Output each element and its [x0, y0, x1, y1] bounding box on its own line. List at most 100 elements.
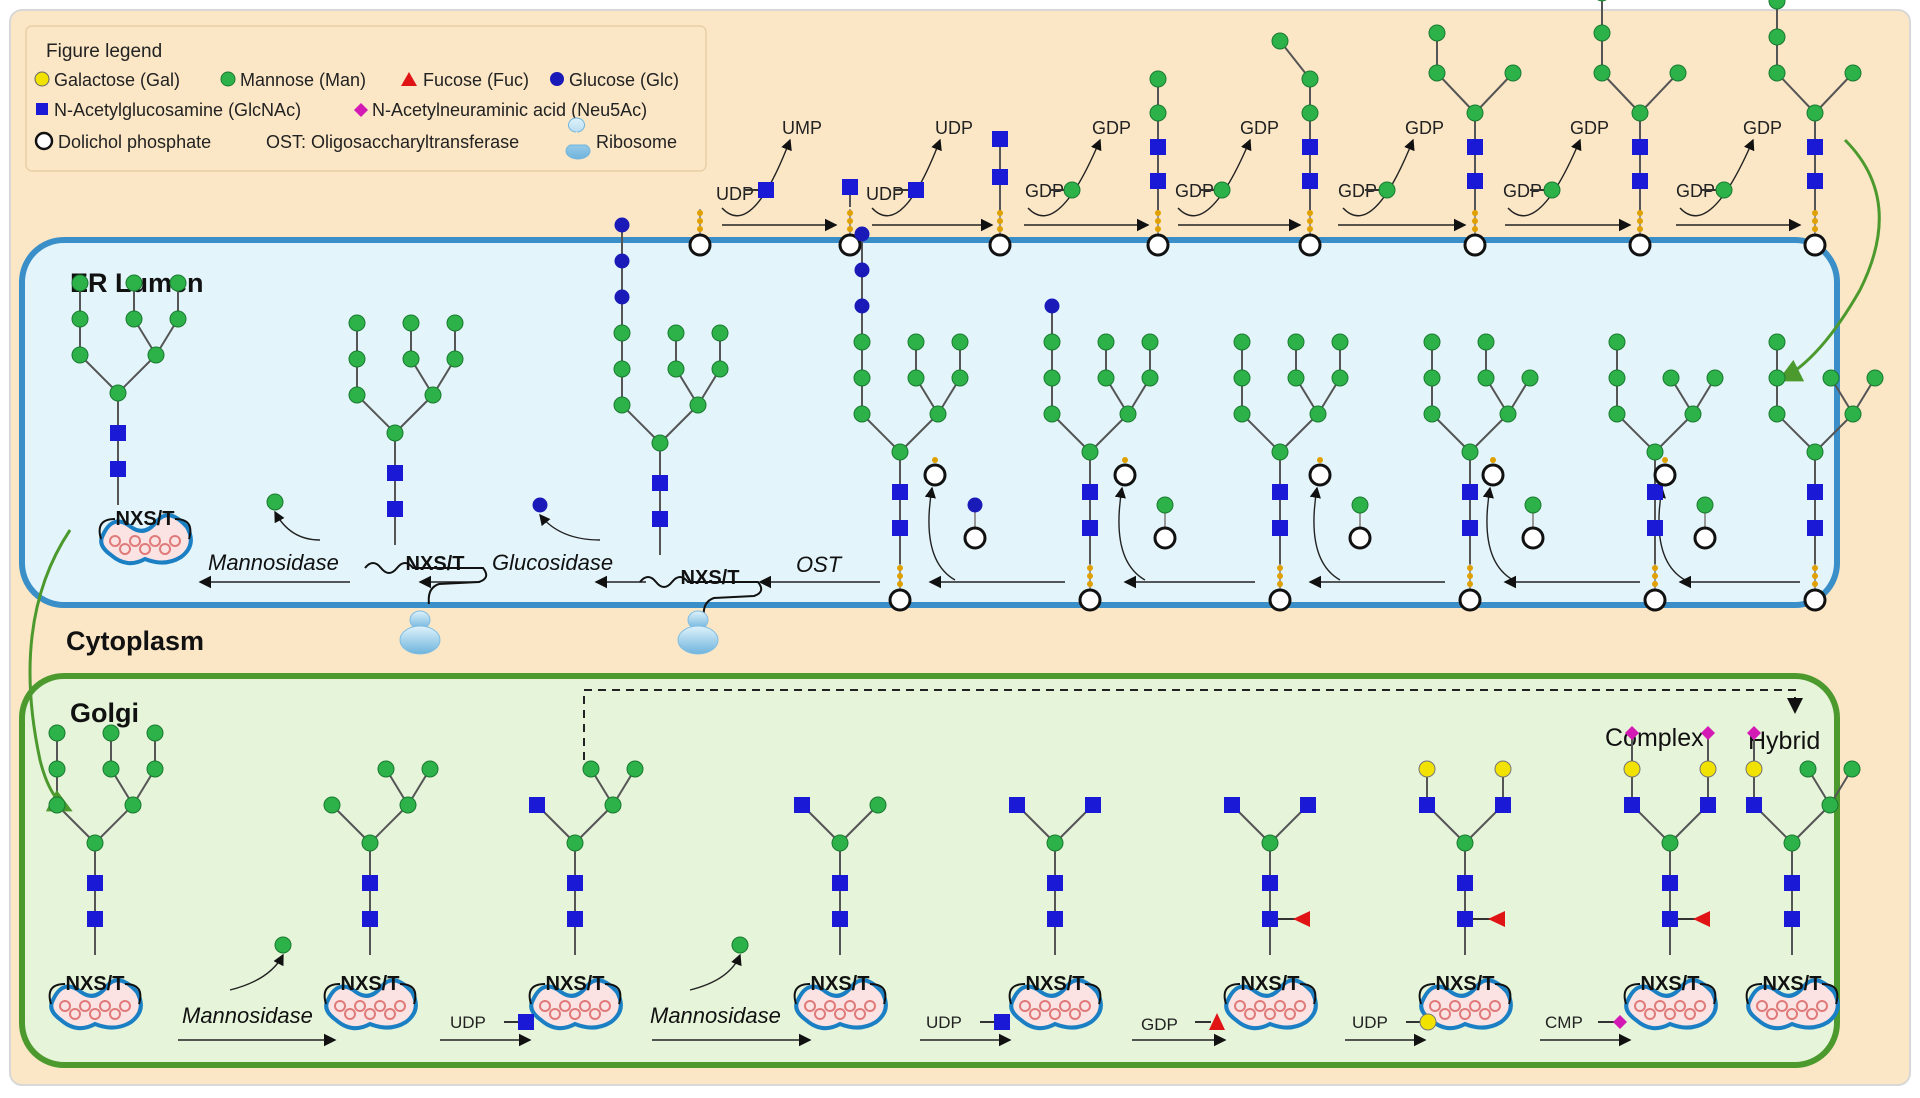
phosphate [1307, 210, 1313, 216]
glycoprotein [48, 978, 143, 1031]
phosphate [1652, 573, 1658, 579]
glucose-residue [614, 217, 630, 233]
mannose-residue [1799, 760, 1817, 778]
glcnac-residue [1457, 911, 1473, 927]
dolichol-phosphate [1693, 526, 1717, 550]
dolichol-phosphate [1463, 233, 1487, 257]
legend-glcnac: N-Acetylglucosamine (GlcNAc) [54, 100, 301, 120]
mannose-residue [1378, 181, 1396, 199]
neu5ac-legend-icon [354, 103, 368, 117]
mannose-residue [1149, 104, 1167, 122]
protein-backbone [528, 983, 622, 1005]
helix-coil [1796, 1000, 1808, 1012]
proteins [48, 513, 1840, 1031]
protein-fold [1009, 978, 1103, 1031]
release-arrow [924, 486, 956, 581]
helix-coil [844, 1000, 856, 1012]
phosphate [997, 226, 1003, 232]
mannose-residue [1783, 834, 1801, 852]
glcnac-residue [1662, 875, 1678, 891]
cyto-product-label-5: GDP [1405, 118, 1444, 138]
mannose-residue [853, 405, 871, 423]
mannose-residue [1631, 104, 1649, 122]
glcnac-legend-icon [36, 103, 48, 115]
mannose-residue [1271, 443, 1289, 461]
protein-backbone [1418, 983, 1512, 1005]
glcnac-residue [1647, 484, 1663, 500]
dolichol-phosphate [1653, 463, 1677, 487]
mannose-residue [1043, 369, 1061, 387]
glucose-residue [532, 497, 548, 513]
mannose-residue [1309, 405, 1327, 423]
sequon-label: NXS/T [546, 973, 605, 995]
phosphate [1812, 210, 1818, 216]
mannose-residue [1843, 760, 1861, 778]
phosphate [847, 210, 853, 216]
glycosidic-bond [1776, 413, 1816, 453]
helix-coil [589, 1008, 601, 1020]
mannose-residue [1504, 64, 1522, 82]
mannose-residue [929, 405, 947, 423]
phosphate [1155, 218, 1161, 224]
legend-glc: Glucose (Glc) [569, 70, 679, 90]
glcnac-residue [892, 520, 908, 536]
dolichol-phosphate [1308, 463, 1332, 487]
mannose-residue [1768, 405, 1786, 423]
helix-coil [1479, 1008, 1491, 1020]
ribosome-large-subunit [677, 625, 719, 655]
glycoprotein [793, 978, 888, 1031]
phosphate [1472, 226, 1478, 232]
mannose-residue [1768, 0, 1786, 10]
glcnac-residue [832, 911, 848, 927]
dolichol-legend-icon [34, 131, 54, 151]
mannose-residue [1423, 369, 1441, 387]
glcnac-residue [1462, 484, 1478, 500]
mannose-residue [102, 724, 120, 742]
dolichol-phosphate [1078, 588, 1102, 612]
release-arrow [1309, 486, 1341, 581]
phosphate [1652, 581, 1658, 587]
phosphate [1307, 218, 1313, 224]
mannose-residue [613, 396, 631, 414]
mannose-residue [71, 346, 89, 364]
mannose-residue [125, 310, 143, 328]
protein-backbone [1623, 983, 1717, 1005]
reaction-arrows [28, 138, 1881, 1047]
glcnac-residue [518, 1014, 534, 1030]
mannose-residue [951, 333, 969, 351]
sequon-label: NXS/T [1241, 973, 1300, 995]
release-arrow [1114, 486, 1146, 581]
glycosidic-bond [861, 413, 901, 453]
mannose-residue [1233, 405, 1251, 423]
helix-coil [79, 1000, 91, 1012]
mannose-residue [348, 314, 366, 332]
mannose-residue [1661, 834, 1679, 852]
mannose-residue [348, 350, 366, 368]
mannose-residue [1043, 333, 1061, 351]
glcnac-residue [992, 169, 1008, 185]
glcnac-residue [87, 875, 103, 891]
mannose-residue [853, 333, 871, 351]
glcnac-residue [387, 465, 403, 481]
dolichol-phosphate [1153, 526, 1177, 550]
mannose-residue [1097, 333, 1115, 351]
glycosidic-bond [1776, 72, 1816, 114]
helix-coil [1069, 1008, 1081, 1020]
phosphate [1467, 565, 1473, 571]
helix-coil [1439, 1008, 1451, 1020]
golgi-mannosidase-label-1: Mannosidase [182, 1003, 313, 1028]
release-arrow [1027, 138, 1102, 217]
helix-coil [1756, 1000, 1768, 1012]
protein-backbone [323, 983, 417, 1005]
helix-coil [559, 1000, 571, 1012]
neu5ac-residue [1701, 726, 1715, 740]
mannose-residue [1499, 405, 1517, 423]
mannose-residue [1521, 369, 1539, 387]
legend-man: Mannose (Man) [240, 70, 366, 90]
mannose-residue [446, 350, 464, 368]
glcnac-residue [1047, 911, 1063, 927]
glcnac-residue [1746, 797, 1762, 813]
golgi-donor-label-3: GDP [1141, 1015, 1178, 1034]
mannose-residue [1715, 181, 1733, 199]
mannose-residue [1597, 0, 1607, 2]
